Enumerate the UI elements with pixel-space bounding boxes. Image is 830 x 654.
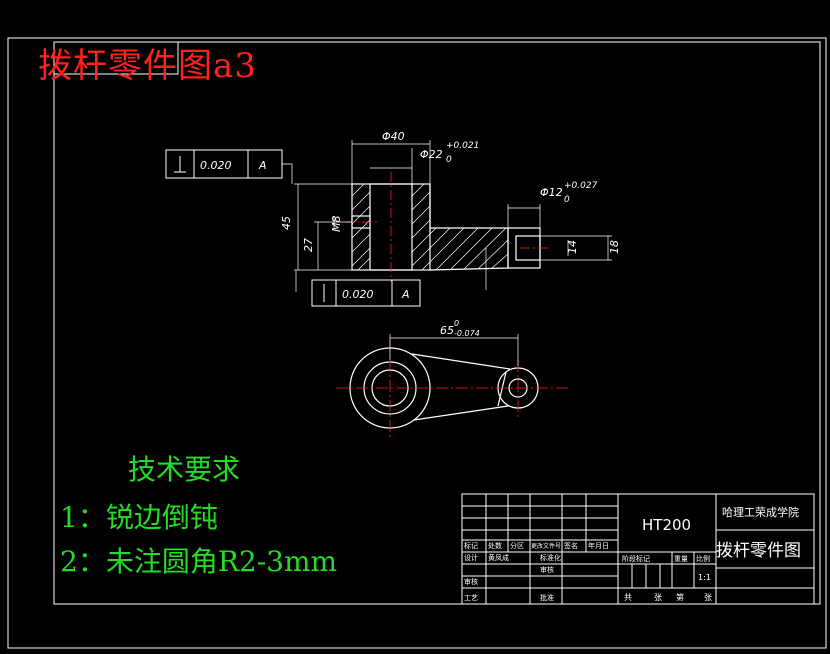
dim-h27: 27 <box>302 238 315 252</box>
dim-len65-tol-up: 0 <box>454 319 459 328</box>
tb-count: 处数 <box>488 541 502 550</box>
tb-sign: 签名 <box>564 541 578 550</box>
arm-inner-edge <box>497 371 507 407</box>
tb-zone: 分区 <box>510 541 524 550</box>
tb-scale-value: 1:1 <box>698 573 711 582</box>
dim-h14: 14 <box>566 240 579 254</box>
gdt-bottom-datum: A <box>401 288 410 301</box>
tb-weight: 重量 <box>674 555 688 563</box>
drawing-title: 拨杆零件图a3 <box>38 46 257 86</box>
arm-outline <box>429 184 509 271</box>
title-block <box>461 493 815 605</box>
tb-review: 审核 <box>540 565 554 574</box>
tech-requirement-2: 2：未注圆角R2-3mm <box>60 545 338 578</box>
tb-design: 设计 <box>464 553 478 562</box>
dim-d12: Φ12 <box>540 186 563 199</box>
tb-designer: 黄凤成 <box>488 553 509 562</box>
front-centerlines <box>344 172 548 282</box>
gdt-top-datum: A <box>258 159 267 172</box>
front-section-view <box>351 183 541 271</box>
tb-doc-no: 更改文件号 <box>531 542 561 550</box>
dim-len65-tol-low: -0.074 <box>454 329 480 338</box>
tech-requirements-heading: 技术要求 <box>128 453 241 486</box>
arm-bottom-edge <box>413 405 509 421</box>
dim-d22-tol: +0.021 <box>446 141 479 151</box>
hatch-left <box>351 183 371 271</box>
dim-h45: 45 <box>280 216 293 230</box>
dim-d22: Φ22 <box>420 148 443 161</box>
tb-school: 哈理工荣成学院 <box>722 505 799 519</box>
dim-d12-tol-low: 0 <box>564 195 570 205</box>
gdt-bottom-tolerance: 0.020 <box>342 288 374 301</box>
tb-part-name: 拨杆零件图 <box>716 541 801 561</box>
inner-frame <box>53 41 821 605</box>
dim-h18: 18 <box>608 240 621 254</box>
front-dimensions <box>282 140 612 292</box>
arm-top-edge <box>411 353 511 370</box>
tb-sheet: 张 <box>704 593 712 602</box>
tech-requirement-1: 1：锐边倒钝 <box>60 501 218 534</box>
tb-approve: 批准 <box>540 593 554 602</box>
tb-date: 年月日 <box>588 541 609 550</box>
dim-len65: 65 <box>440 324 454 337</box>
dim-d22-tol-low: 0 <box>446 155 452 165</box>
dim-m8: M8 <box>330 216 343 233</box>
tb-scale: 比例 <box>696 554 710 563</box>
gdt-frame-top <box>165 149 283 179</box>
tb-mark: 标记 <box>464 541 478 550</box>
tb-total: 共 <box>624 593 632 602</box>
gdt-frame-bottom <box>311 279 421 307</box>
dim-d40: Φ40 <box>382 130 405 143</box>
tb-process: 工艺 <box>464 594 478 602</box>
dim-d12-tol: +0.027 <box>564 181 598 191</box>
tb-check: 审核 <box>464 577 478 586</box>
tb-standard: 标准化 <box>540 553 561 562</box>
tb-sheet-no: 第 <box>676 592 684 602</box>
gdt-top-tolerance: 0.020 <box>200 159 232 172</box>
title-label-box <box>53 41 179 75</box>
top-dimensions <box>389 334 519 366</box>
tb-stage: 阶段标记 <box>622 554 650 563</box>
hatch-right <box>411 183 509 271</box>
tb-sheets: 张 <box>654 593 662 602</box>
tb-material: HT200 <box>642 516 691 534</box>
outer-frame <box>7 37 827 649</box>
